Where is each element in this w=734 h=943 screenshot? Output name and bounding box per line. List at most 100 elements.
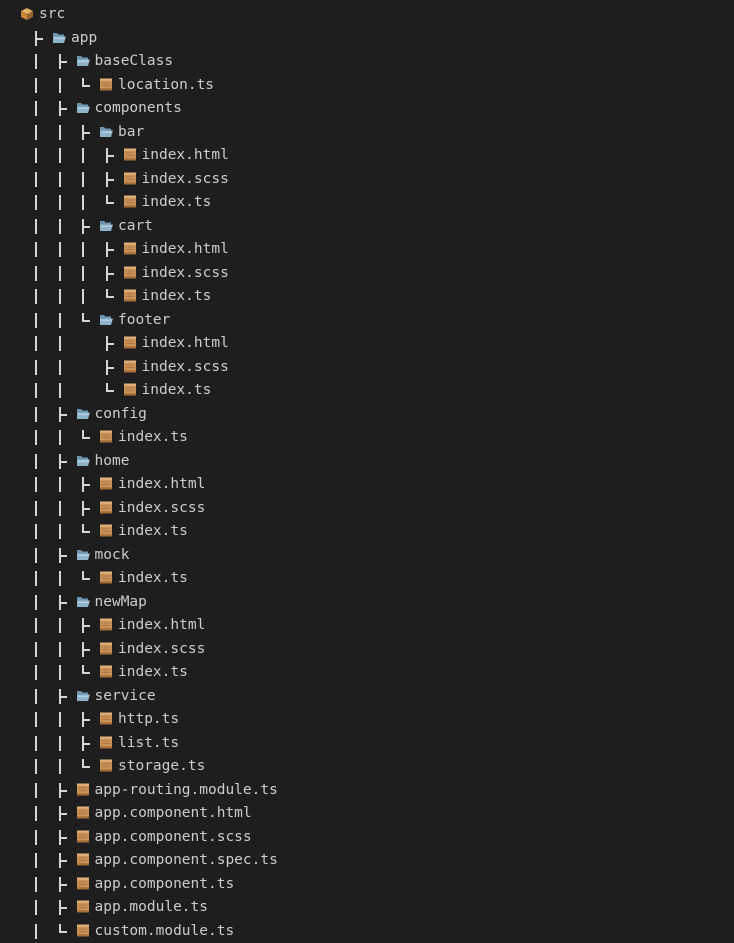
tree-file-row[interactable]: app.component.scss [0, 826, 734, 850]
tree-file-row[interactable]: index.scss [0, 168, 734, 192]
tree-folder-row[interactable]: service [0, 685, 734, 709]
tree-guide-line [35, 336, 37, 351]
tree-folder-row[interactable]: config [0, 403, 734, 427]
tree-folder-row[interactable]: src [0, 3, 734, 27]
tree-guide-line [35, 618, 37, 633]
tree-file-row[interactable]: app-routing.module.ts [0, 779, 734, 803]
tree-branch [59, 101, 67, 116]
tree-folder-row[interactable]: footer [0, 309, 734, 333]
open-folder-icon [52, 31, 66, 44]
tree-branch [59, 783, 67, 798]
open-folder-icon [76, 454, 90, 467]
file-name: index.scss [118, 497, 205, 521]
folder-name: app [71, 27, 97, 51]
scroll-file-icon [76, 830, 90, 843]
scroll-file-icon [99, 665, 113, 678]
tree-folder-row[interactable]: bar [0, 121, 734, 145]
tree-branch-last [106, 289, 114, 304]
tree-file-row[interactable]: index.ts [0, 379, 734, 403]
tree-file-row[interactable]: index.html [0, 614, 734, 638]
file-name: index.scss [142, 262, 229, 286]
tree-folder-row[interactable]: newMap [0, 591, 734, 615]
scroll-file-icon [123, 148, 137, 161]
tree-guide-line [35, 78, 37, 93]
tree-branch [82, 501, 90, 516]
file-name: index.html [118, 473, 205, 497]
tree-guide-line [35, 125, 37, 140]
scroll-file-icon [123, 195, 137, 208]
tree-branch [59, 877, 67, 892]
tree-branch [59, 689, 67, 704]
file-name: index.scss [118, 638, 205, 662]
tree-file-row[interactable]: index.html [0, 144, 734, 168]
tree-branch-last [82, 571, 90, 586]
folder-name: cart [118, 215, 153, 239]
tree-folder-row[interactable]: cart [0, 215, 734, 239]
tree-folder-row[interactable]: app [0, 27, 734, 51]
tree-file-row[interactable]: index.scss [0, 638, 734, 662]
folder-name: config [95, 403, 147, 427]
tree-file-row[interactable]: list.ts [0, 732, 734, 756]
tree-branch [82, 642, 90, 657]
tree-file-row[interactable]: index.ts [0, 567, 734, 591]
tree-file-row[interactable]: index.ts [0, 426, 734, 450]
tree-file-row[interactable]: http.ts [0, 708, 734, 732]
tree-branch [106, 360, 114, 375]
open-folder-icon [76, 54, 90, 67]
scroll-file-icon [99, 736, 113, 749]
file-name: index.ts [118, 520, 188, 544]
tree-guide-line [35, 383, 37, 398]
tree-file-row[interactable]: app.module.ts [0, 896, 734, 920]
tree-file-row[interactable]: index.ts [0, 661, 734, 685]
tree-file-row[interactable]: index.ts [0, 285, 734, 309]
tree-folder-row[interactable]: baseClass [0, 50, 734, 74]
tree-guide-line [82, 289, 84, 304]
tree-guide-line [59, 642, 61, 657]
tree-guide-line [35, 548, 37, 563]
tree-guide-line [59, 759, 61, 774]
tree-branch-last [82, 524, 90, 539]
scroll-file-icon [99, 78, 113, 91]
tree-file-row[interactable]: app.component.spec.ts [0, 849, 734, 873]
file-name: index.ts [142, 379, 212, 403]
tree-guide-line [82, 266, 84, 281]
tree-branch [82, 125, 90, 140]
scroll-file-icon [99, 571, 113, 584]
tree-branch-last [59, 924, 67, 939]
tree-guide-line [59, 501, 61, 516]
tree-branch-last [82, 430, 90, 445]
tree-file-row[interactable]: index.html [0, 238, 734, 262]
tree-file-row[interactable]: app.component.ts [0, 873, 734, 897]
file-name: index.html [142, 144, 229, 168]
tree-folder-row[interactable]: components [0, 97, 734, 121]
tree-branch [106, 242, 114, 257]
tree-file-row[interactable]: index.ts [0, 520, 734, 544]
tree-guide-line [59, 289, 61, 304]
tree-file-row[interactable]: index.scss [0, 497, 734, 521]
tree-guide-line [35, 595, 37, 610]
tree-file-row[interactable]: index.html [0, 473, 734, 497]
folder-name: bar [118, 121, 144, 145]
scroll-file-icon [99, 477, 113, 490]
tree-file-row[interactable]: index.ts [0, 191, 734, 215]
tree-guide-line [59, 383, 61, 398]
tree-file-row[interactable]: index.scss [0, 356, 734, 380]
tree-branch [82, 477, 90, 492]
tree-guide-line [82, 148, 84, 163]
scroll-file-icon [76, 924, 90, 937]
tree-guide-line [35, 313, 37, 328]
tree-folder-row[interactable]: mock [0, 544, 734, 568]
tree-file-row[interactable]: index.html [0, 332, 734, 356]
tree-guide-line [35, 736, 37, 751]
tree-file-row[interactable]: app.component.html [0, 802, 734, 826]
tree-guide-line [59, 524, 61, 539]
file-name: index.html [118, 614, 205, 638]
tree-file-row[interactable]: storage.ts [0, 755, 734, 779]
file-name: storage.ts [118, 755, 205, 779]
tree-file-row[interactable]: location.ts [0, 74, 734, 98]
tree-guide-line [59, 430, 61, 445]
tree-folder-row[interactable]: home [0, 450, 734, 474]
tree-file-row[interactable]: index.scss [0, 262, 734, 286]
tree-guide-line [59, 195, 61, 210]
tree-file-row[interactable]: custom.module.ts [0, 920, 734, 943]
